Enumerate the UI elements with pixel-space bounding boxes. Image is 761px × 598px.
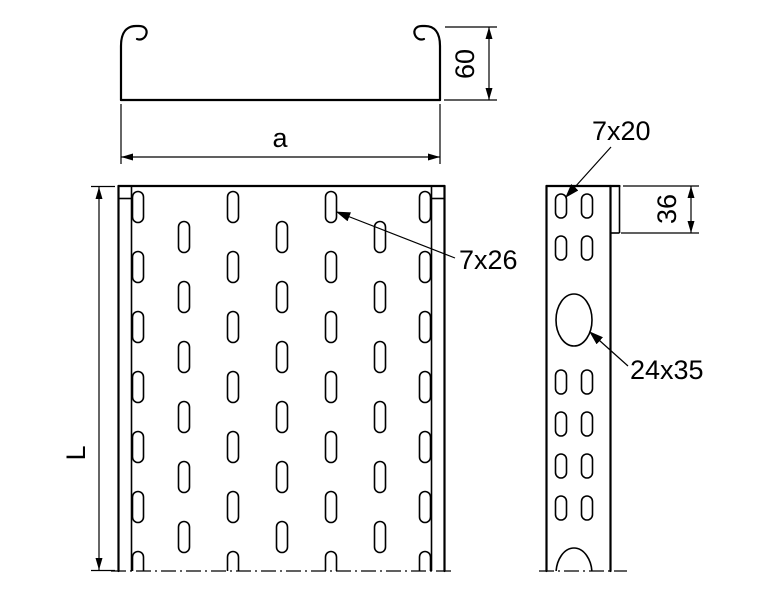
perforation-slot — [226, 430, 240, 464]
perforation-slot — [418, 310, 432, 344]
perforation-slot — [418, 190, 432, 224]
profile-left-wall-with-hook — [119, 24, 148, 102]
perforation-slot — [324, 370, 338, 404]
perforation-slot — [418, 490, 432, 524]
perforation-slot — [324, 550, 338, 571]
dimension-arrow — [121, 153, 133, 161]
perforation-slot — [226, 190, 240, 224]
perforation-slot — [373, 460, 387, 494]
perforation-slot — [418, 550, 432, 571]
dimension-label-a: a — [272, 123, 288, 153]
dimension-label-36: 36 — [652, 194, 682, 224]
perforation-oval — [555, 547, 593, 571]
perforation-slot — [131, 310, 145, 344]
perforation-slot — [131, 370, 145, 404]
perforation-slot — [580, 369, 594, 395]
dimension-label-L: L — [61, 445, 91, 460]
callout-plan-slot: 7x26 — [335, 211, 518, 275]
perforation-slot — [418, 370, 432, 404]
side-slots — [554, 193, 594, 571]
perforation-slot — [554, 235, 568, 261]
perforation-slot — [275, 340, 289, 374]
plan-slots — [131, 190, 432, 571]
perforation-slot — [275, 280, 289, 314]
profile-right-wall-with-hook — [413, 24, 442, 102]
perforation-slot — [275, 400, 289, 434]
perforation-slot — [177, 400, 191, 434]
perforation-slot — [324, 250, 338, 284]
dimension-rim-depth: 36 — [621, 185, 699, 234]
perforation-oval — [555, 293, 593, 347]
perforation-slot — [324, 190, 338, 224]
dimension-arrow — [485, 88, 493, 100]
perforation-slot — [275, 220, 289, 254]
perforation-slot — [580, 193, 594, 219]
perforation-slot — [418, 250, 432, 284]
perforation-slot — [418, 430, 432, 464]
perforation-slot — [373, 520, 387, 554]
dimension-width: a — [120, 104, 441, 164]
perforation-slot — [131, 190, 145, 224]
dimension-arrow — [687, 186, 695, 198]
perforation-slot — [373, 400, 387, 434]
callout-side-oval: 24x35 — [589, 331, 704, 385]
perforation-slot — [324, 490, 338, 524]
plan-view — [111, 184, 452, 573]
dimension-arrow — [95, 558, 103, 570]
cross-section-view — [119, 24, 442, 102]
perforation-slot — [580, 235, 594, 261]
perforation-slot — [580, 453, 594, 479]
perforation-slot — [554, 453, 568, 479]
perforation-slot — [554, 411, 568, 437]
perforation-slot — [554, 193, 568, 219]
dimension-length: L — [61, 185, 115, 572]
perforation-slot — [580, 495, 594, 521]
perforation-slot — [226, 490, 240, 524]
dimension-profile-height: 60 — [444, 26, 497, 101]
perforation-slot — [177, 280, 191, 314]
perforation-slot — [177, 520, 191, 554]
leader-line — [589, 331, 629, 367]
perforation-slot — [580, 411, 594, 437]
label-side-oval-size: 24x35 — [630, 355, 704, 385]
perforation-slot — [131, 490, 145, 524]
side-view — [539, 184, 627, 573]
perforation-slot — [177, 340, 191, 374]
perforation-slot — [226, 250, 240, 284]
perforation-slot — [373, 340, 387, 374]
perforation-slot — [554, 369, 568, 395]
leader-line — [335, 211, 456, 259]
callout-side-slot: 7x20 — [565, 116, 651, 198]
dimension-arrow — [95, 187, 103, 199]
perforation-slot — [324, 310, 338, 344]
dimension-label-60: 60 — [450, 49, 480, 79]
leader-line — [565, 146, 612, 198]
dimension-arrow — [687, 221, 695, 233]
perforation-slot — [554, 495, 568, 521]
perforation-slot — [275, 520, 289, 554]
perforation-slot — [324, 430, 338, 464]
perforation-slot — [177, 220, 191, 254]
perforation-slot — [226, 310, 240, 344]
perforation-slot — [226, 550, 240, 571]
perforation-slot — [226, 370, 240, 404]
label-side-slot-size: 7x20 — [592, 116, 651, 146]
label-plan-slot-size: 7x26 — [459, 245, 518, 275]
perforation-slot — [131, 250, 145, 284]
perforation-slot — [373, 280, 387, 314]
dimension-arrow — [428, 153, 440, 161]
perforation-slot — [275, 460, 289, 494]
perforation-slot — [177, 460, 191, 494]
perforation-slot — [131, 430, 145, 464]
perforation-slot — [373, 220, 387, 254]
dimension-arrow — [485, 27, 493, 39]
perforation-slot — [131, 550, 145, 571]
